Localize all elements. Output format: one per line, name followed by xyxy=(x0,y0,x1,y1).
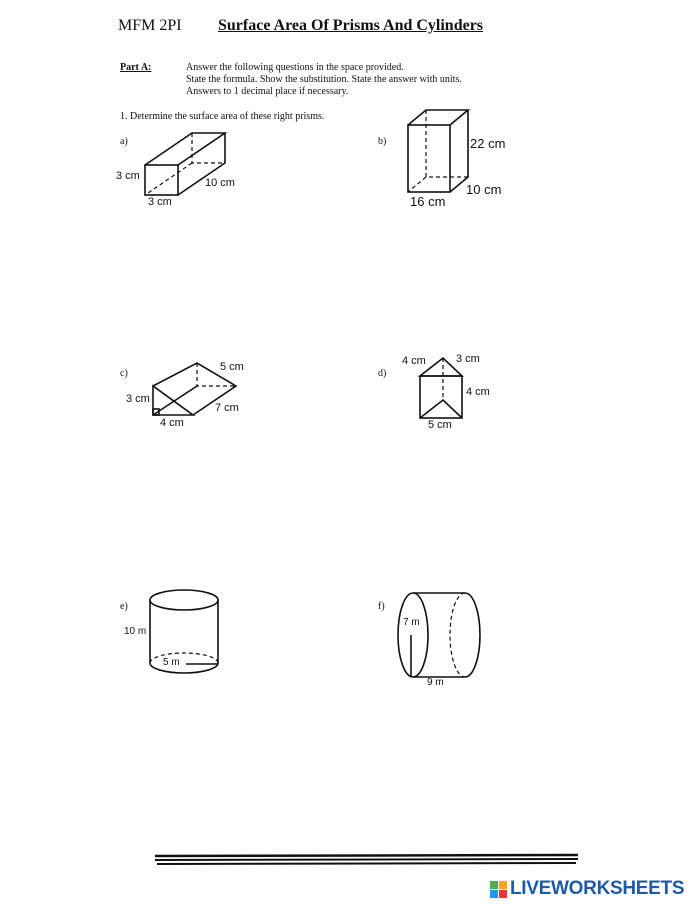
dim-b-width: 16 cm xyxy=(410,194,446,209)
cylinder-f xyxy=(397,592,481,678)
prism-a xyxy=(144,132,228,196)
dim-f-length: 9 m xyxy=(427,677,444,688)
dim-c-hyp: 5 cm xyxy=(220,361,244,373)
label-a: a) xyxy=(120,136,128,147)
dim-b-depth: 10 cm xyxy=(466,182,502,197)
prism-b xyxy=(407,109,471,193)
dim-d-left: 4 cm xyxy=(402,355,426,367)
dim-c-height: 3 cm xyxy=(126,393,150,405)
instruction-1: Answer the following questions in the sp… xyxy=(186,62,404,73)
instruction-3: Answers to 1 decimal place if necessary. xyxy=(186,86,349,97)
dim-f-radius: 7 m xyxy=(403,617,420,628)
label-d: d) xyxy=(378,368,387,379)
dim-d-base: 5 cm xyxy=(428,419,452,431)
dim-c-length: 7 cm xyxy=(215,402,239,414)
dim-e-height: 10 m xyxy=(124,626,147,637)
page-title: Surface Area Of Prisms And Cylinders xyxy=(218,17,484,34)
liveworksheets-logo: LIVEWORKSHEETS xyxy=(490,878,685,900)
dim-d-right: 3 cm xyxy=(456,353,480,365)
course-code: MFM 2PI xyxy=(118,17,182,34)
prism-d xyxy=(417,356,465,419)
dim-a-width: 3 cm xyxy=(148,196,172,208)
part-label: Part A: xyxy=(120,62,152,73)
dim-b-height: 22 cm xyxy=(470,136,506,151)
cylinder-e xyxy=(149,589,219,674)
dim-a-length: 10 cm xyxy=(205,177,235,189)
instruction-2: State the formula. Show the substitution… xyxy=(186,74,462,85)
dim-c-base: 4 cm xyxy=(160,417,184,429)
label-e: e) xyxy=(120,601,128,612)
prism-c xyxy=(152,362,238,416)
logo-icon xyxy=(490,880,507,898)
logo-text: LIVEWORKSHEETS xyxy=(510,878,685,899)
answer-line xyxy=(154,853,579,865)
dim-d-height: 4 cm xyxy=(466,386,490,398)
label-b: b) xyxy=(378,136,387,147)
label-c: c) xyxy=(120,368,128,379)
dim-a-height: 3 cm xyxy=(116,170,140,182)
label-f: f) xyxy=(378,601,385,612)
dim-e-radius: 5 m xyxy=(163,657,180,668)
question-1: 1. Determine the surface area of these r… xyxy=(120,111,325,122)
